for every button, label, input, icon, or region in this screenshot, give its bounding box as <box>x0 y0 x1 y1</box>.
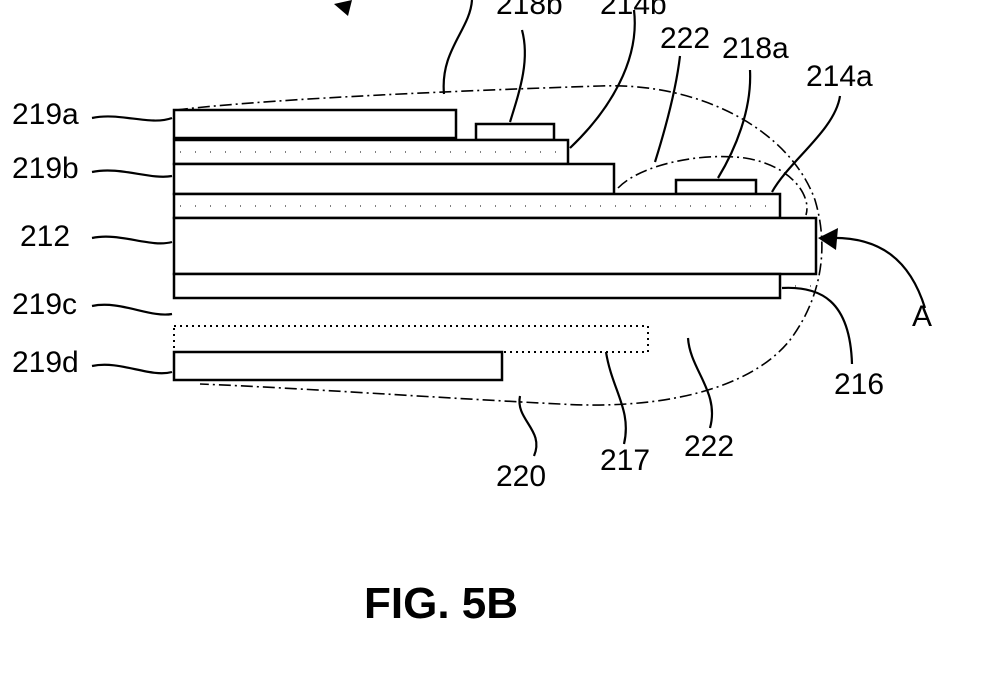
layer-219c <box>174 326 648 352</box>
leader-218a <box>718 70 750 178</box>
label-214b: 214b <box>600 0 667 21</box>
label-218a: 218a <box>722 32 789 65</box>
leader-218b <box>510 30 525 122</box>
leader-219b <box>92 170 172 176</box>
leader-217 <box>606 352 626 444</box>
label-219a: 219a <box>12 98 79 131</box>
arrow-a-curve <box>828 238 925 308</box>
layer-219b <box>174 164 614 194</box>
label-222-bottom: 222 <box>684 430 734 463</box>
leader-222-bottom <box>688 338 712 428</box>
label-220: 220 <box>496 460 546 493</box>
electrode-218b <box>476 124 554 140</box>
label-219d: 219d <box>12 346 79 379</box>
leader-219a <box>92 116 172 120</box>
substrate-212 <box>174 218 816 274</box>
label-222-top: 222 <box>660 22 710 55</box>
label-219b: 219b <box>12 152 79 185</box>
layer-219d <box>174 352 502 380</box>
leader-219c <box>92 305 172 315</box>
leader-top-left <box>444 0 472 94</box>
leader-212 <box>92 237 172 244</box>
top-arrowhead <box>334 0 352 16</box>
label-a: A <box>912 300 932 333</box>
figure-caption: FIG. 5B <box>364 579 518 628</box>
label-217: 217 <box>600 444 650 477</box>
layer-216 <box>174 274 780 298</box>
label-218b: 218b <box>496 0 563 21</box>
leader-214a <box>772 96 840 192</box>
layer-219a <box>174 110 456 138</box>
leader-214b <box>570 10 635 148</box>
label-212: 212 <box>20 220 70 253</box>
electrode-218a <box>676 180 756 194</box>
leader-220 <box>519 396 536 456</box>
layer-214a <box>174 194 780 218</box>
leader-216 <box>782 288 852 364</box>
leader-222-top <box>655 56 680 162</box>
leader-219d <box>92 365 172 373</box>
label-219c: 219c <box>12 288 77 321</box>
label-214a: 214a <box>806 60 873 93</box>
layer-214b <box>174 140 568 164</box>
label-216: 216 <box>834 368 884 401</box>
